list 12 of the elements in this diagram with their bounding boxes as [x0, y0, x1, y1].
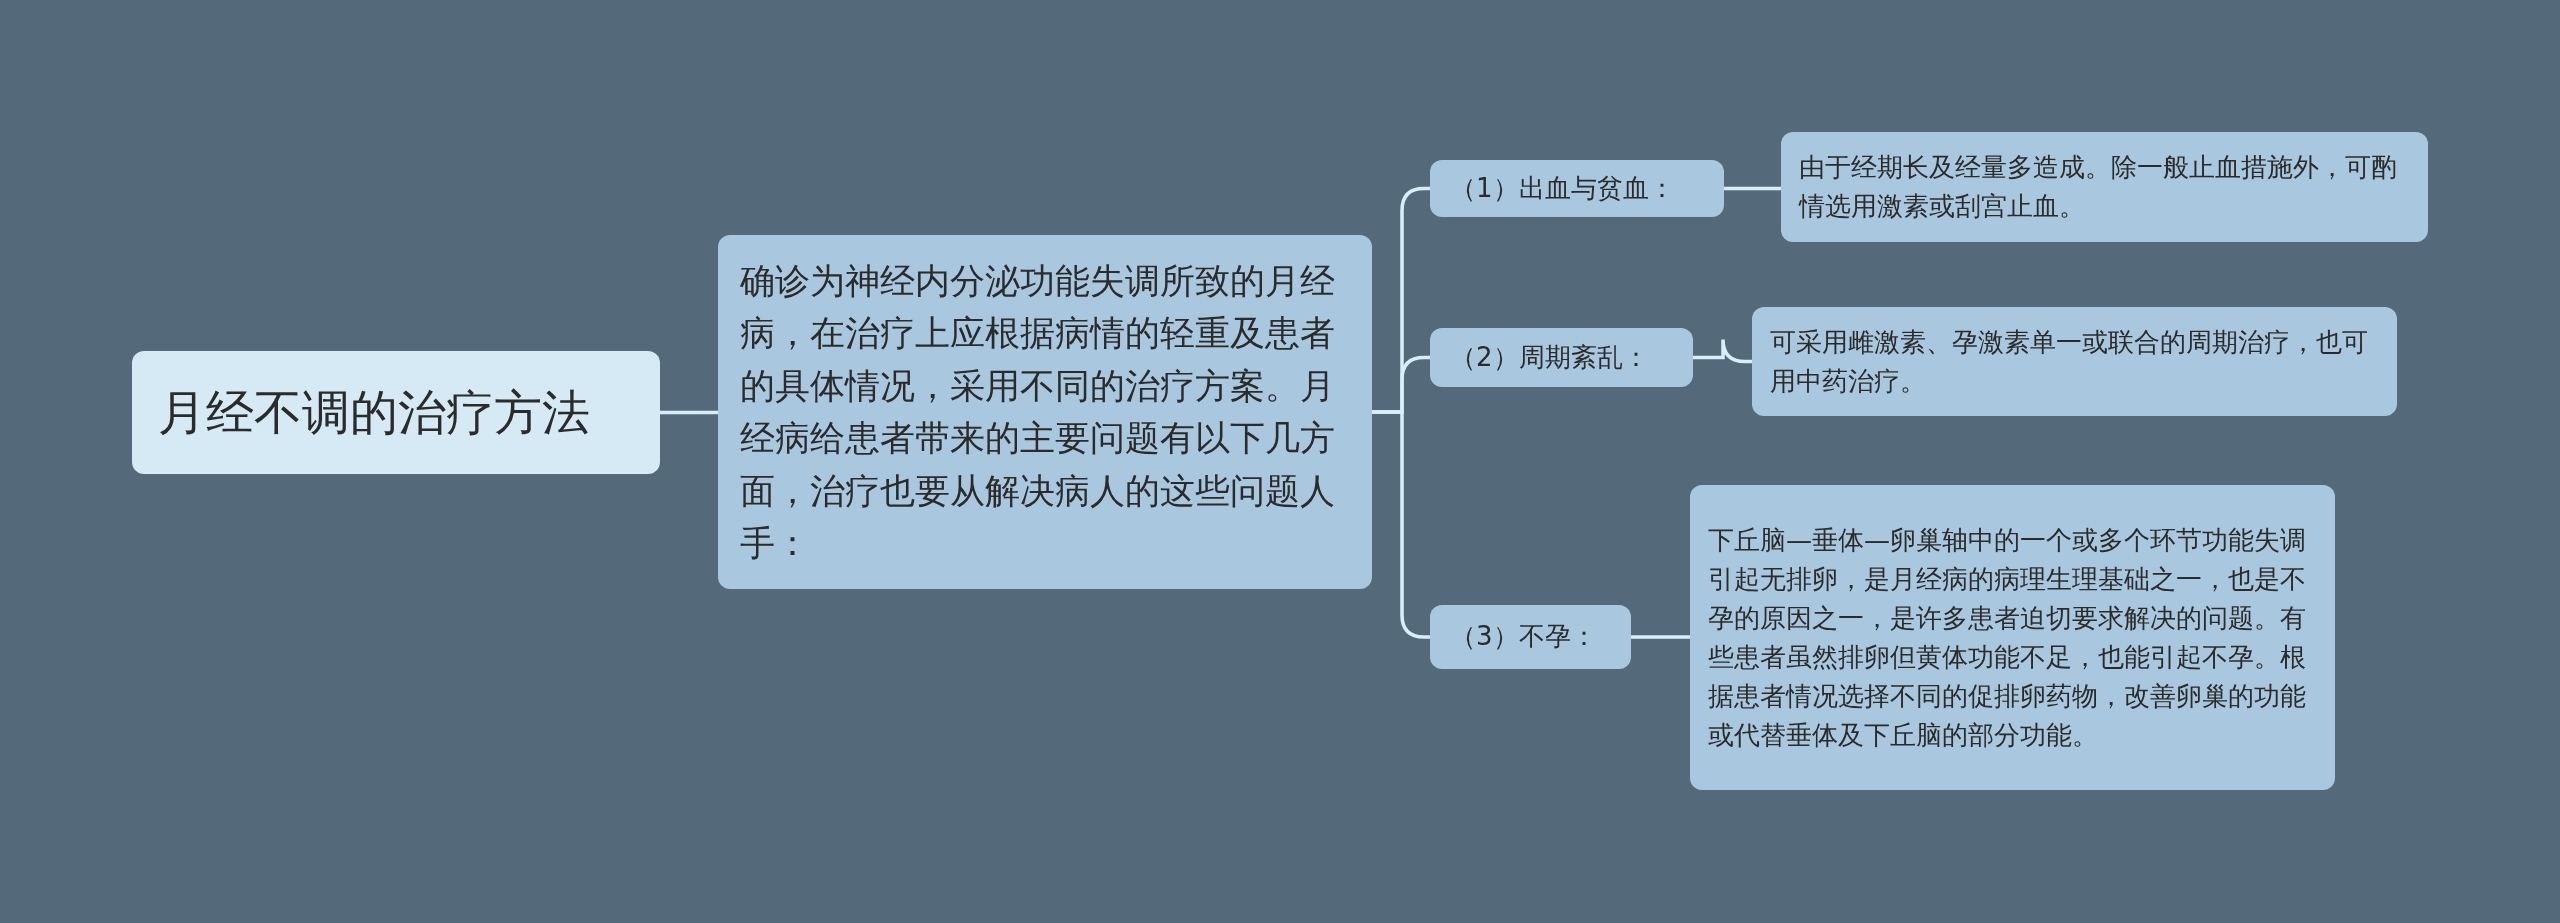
root-topic-box: 月经不调的治疗方法 — [132, 351, 660, 474]
topic-box: 确诊为神经内分泌功能失调所致的月经病，在治疗上应根据病情的轻重及患者的具体情况，采用不同的治疗方案。月经病给患者带来的主要问题有以下几方面，治疗也要从解决病人的这些问题人手： — [718, 235, 1372, 589]
connector-line — [1693, 337, 1752, 364]
topic-box: （2）周期紊乱： — [1430, 328, 1693, 387]
topic-box: （3）不孕： — [1430, 605, 1631, 669]
topic-box: 可采用雌激素、孕激素单一或联合的周期治疗，也可用中药治疗。 — [1752, 307, 2397, 416]
connector-line — [1724, 186, 1781, 191]
topic-box: 下丘脑—垂体—卵巢轴中的一个或多个环节功能失调引起无排卵，是月经病的病理生理基础之一，也是不孕的原因之一，是许多患者迫切要求解决的问题。有些患者虽然排卵但黄体功能不足，也能引起不孕。根据患者情况选择不同的促排卵药物，改善卵巢的功能或代替垂体及下丘脑的部分功能。 — [1690, 485, 2335, 790]
topic-box: 由于经期长及经量多造成。除一般止血措施外，可酌情选用激素或刮宫止血。 — [1781, 132, 2428, 242]
connector-line — [1631, 635, 1690, 639]
connector-line — [660, 410, 718, 415]
topic-box: （1）出血与贫血： — [1430, 160, 1724, 217]
